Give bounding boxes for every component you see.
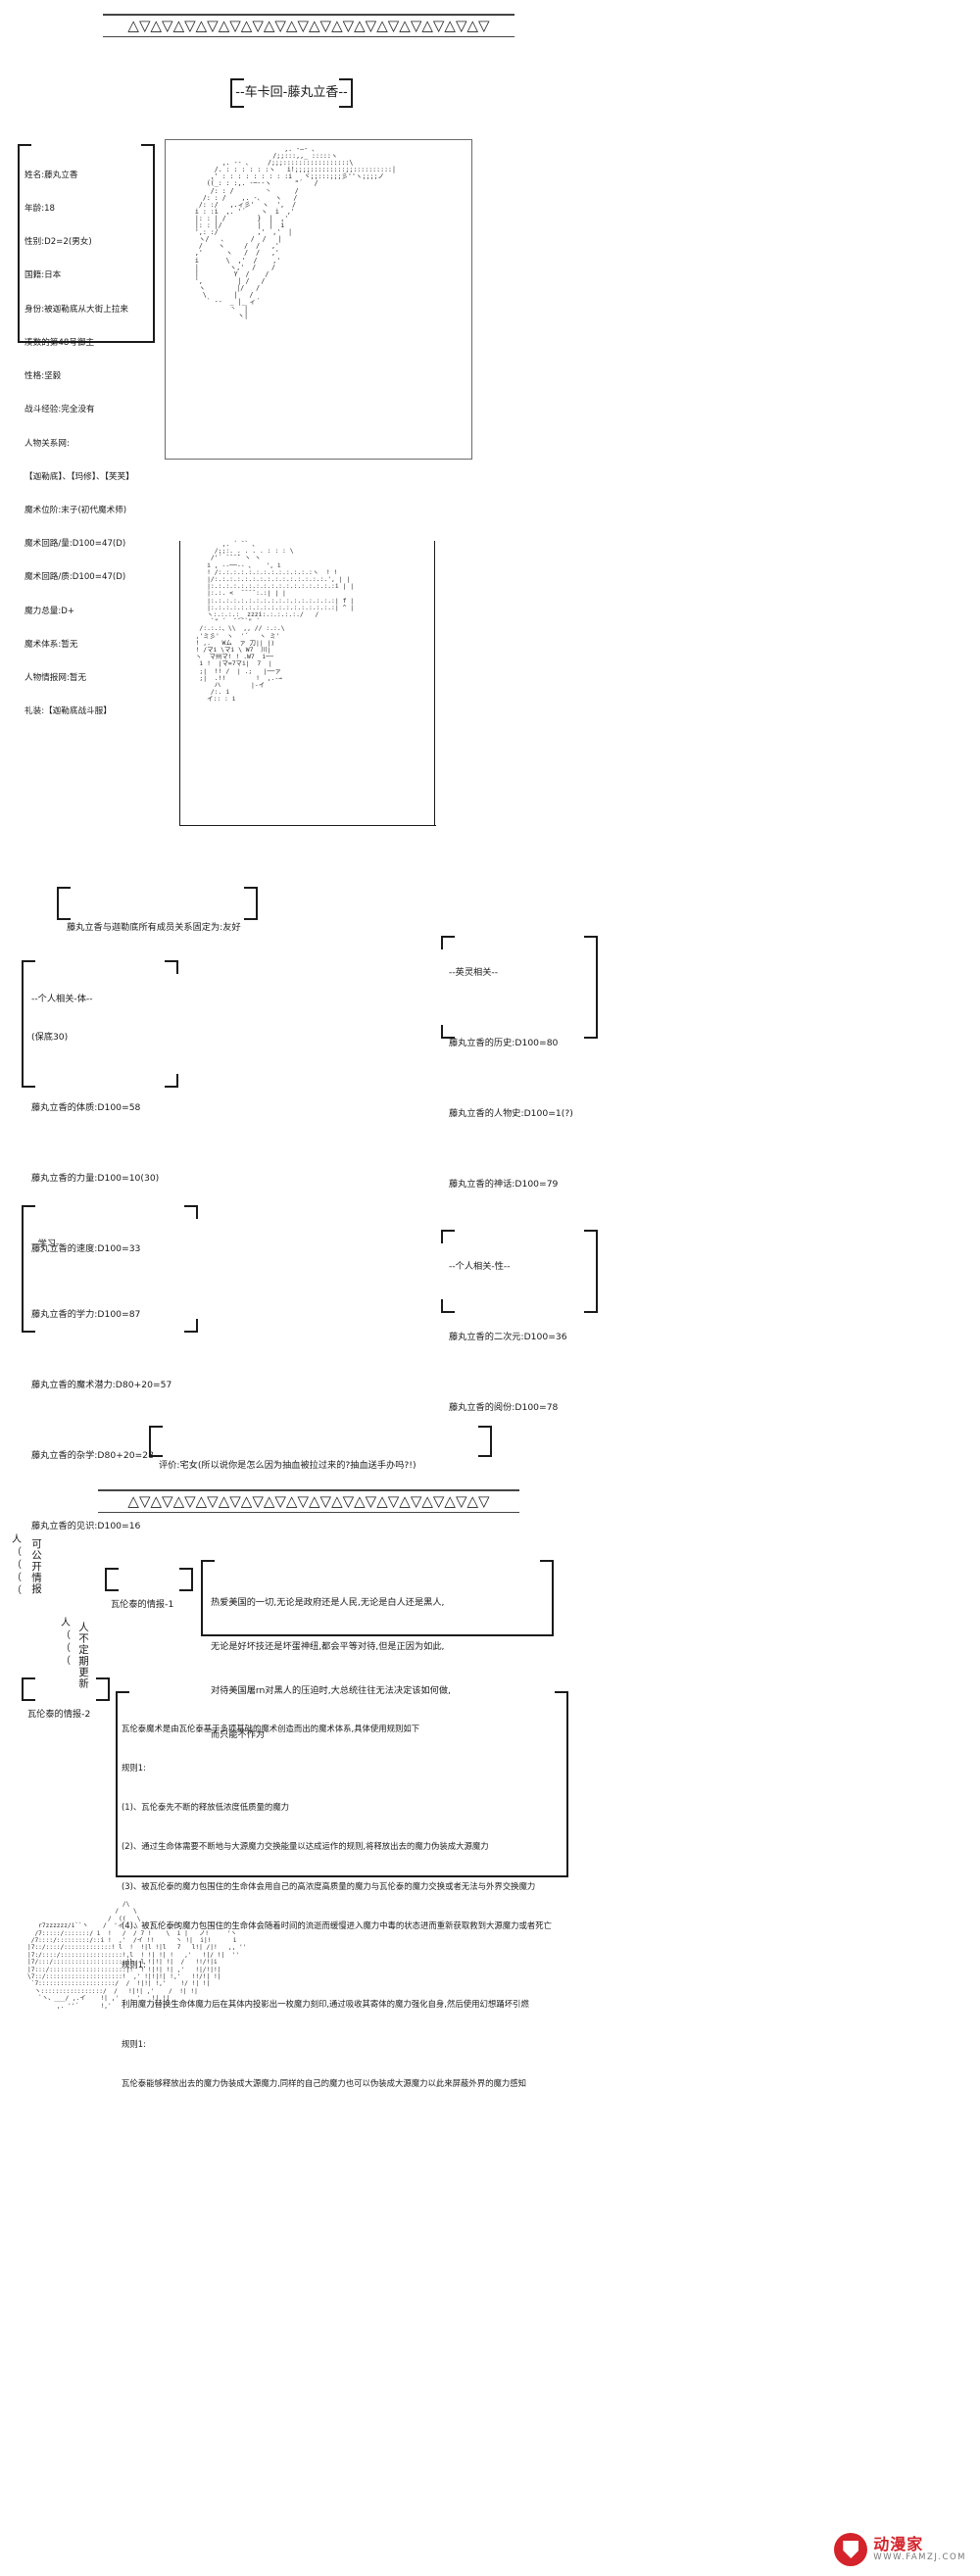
panel-sexual-header: --个人相关-性--	[449, 1261, 511, 1272]
art-divider-bottom	[179, 825, 436, 826]
profile-line: 年龄:18	[24, 204, 56, 215]
intel2-box: 瓦伦泰魔术是由瓦伦泰基于多项基础的魔术创造而出的魔术体系,具体使用规则如下 规则…	[116, 1691, 568, 2088]
stat-line: 藤丸立香的人物史:D100=1(?)	[449, 1108, 573, 1119]
intel1-tag: 瓦伦泰的情报-1	[105, 1568, 193, 1610]
watermark-logo-icon	[834, 2533, 868, 2566]
art-divider-left	[179, 541, 180, 825]
page-title: --车卡回-藤丸立香--	[230, 78, 353, 108]
intel2-rule-line: (3)、被瓦伦泰的魔力包围住的生命体会用自己的高浓度高质量的魔力与瓦伦泰的魔力交…	[122, 1880, 536, 1891]
vertical-label-irregular-update: 人不定期更新	[77, 1622, 89, 1689]
profile-line: 性别:D2=2(男女)	[24, 237, 92, 248]
panel-heroic-stats: --英灵相关-- 藤丸立香的历史:D100=80 藤丸立香的人物史:D100=1…	[441, 936, 598, 1190]
stat-line: 藤丸立香的二次元:D100=36	[449, 1332, 567, 1342]
top-divider: △▽△▽△▽△▽△▽△▽△▽△▽△▽△▽△▽△▽△▽△▽△▽△▽	[103, 14, 514, 37]
stat-line: 藤丸立香的神话:D100=79	[449, 1179, 559, 1190]
panel-body-subheader: (保底30)	[31, 1032, 69, 1043]
profile-line: 魔力总量:D+	[24, 606, 75, 616]
hero-portrait-art: ,. -―- 、 /;;:::,,_ :::::ヽ ,. -‐ 、 /;;;::…	[194, 145, 396, 320]
profile-line: 魔术体系:暂无	[24, 639, 78, 650]
intel2-rule-line: 瓦伦泰能够释放出去的魔力伪装成大源魔力,同样的自己的魔力也可以伪装成大源魔力以此…	[122, 2077, 527, 2088]
watermark-brand: 动漫家	[873, 2535, 924, 2554]
profile-box: 姓名:藤丸立香 年龄:18 性别:D2=2(男女) 国籍:日本 身份:被迦勒底从…	[18, 144, 155, 716]
bottom-pattern-art: /\ / \ / (( \ r7zzzzzz/i``ヽ / 'ィ \ ヽ ┐i …	[27, 1901, 247, 2010]
panel-body-header: --个人相关-体--	[31, 994, 93, 1004]
profile-line: 国籍:日本	[24, 270, 62, 281]
vertical-label-public-intel: 可公开情报	[30, 1538, 42, 1595]
intel1-line: 无论是好坏技还是坏蛋神纽,都会平等对待,但是正因为如此,	[211, 1641, 445, 1652]
profile-line: 凑数的第48号御主	[24, 337, 95, 348]
stat-line: 藤丸立香的阅份:D100=78	[449, 1402, 559, 1413]
vertical-bracket-glyph-1: 人 （ （ （ （	[12, 1534, 22, 1596]
sleeping-figure-art: ,. ´ ̄ ` 、 /;;:. . . . . : : : \ /'´ ̄ ̄…	[195, 540, 355, 704]
profile-line: 魔术位阶:末子(初代魔术师)	[24, 506, 127, 515]
page-title-text: --车卡回-藤丸立香--	[235, 85, 348, 100]
intel2-rule-header: 规则1:	[122, 2038, 146, 2049]
profile-line: 姓名:藤丸立香	[24, 170, 78, 180]
panel-body-stats: --个人相关-体-- (保底30) 藤丸立香的体质:D100=58 藤丸立香的力…	[22, 960, 178, 1254]
watermark: 动漫家 WWW.FAMZJ.COM	[834, 2533, 966, 2566]
stat-line: 藤丸立香的魔术潜力:D80+20=57	[31, 1380, 172, 1390]
intel1-tag-text: 瓦伦泰的情报-1	[111, 1599, 174, 1610]
intel2-tag-text: 瓦伦泰的情报-2	[27, 1709, 91, 1720]
vertical-bracket-glyph-2: 人 （ （ （	[61, 1618, 71, 1667]
stat-line: 藤丸立香的体质:D100=58	[31, 1102, 141, 1113]
profile-line: 性格:坚毅	[24, 371, 62, 382]
relation-note-text: 藤丸立香与迦勒底所有成员关系固定为:友好	[67, 922, 241, 933]
watermark-url: WWW.FAMZJ.COM	[873, 2552, 966, 2562]
panel-study-stats: --学习-- 藤丸立香的学力:D100=87 藤丸立香的魔术潜力:D80+20=…	[22, 1205, 198, 1531]
stat-line: 藤丸立香的历史:D100=80	[449, 1038, 559, 1048]
profile-line: 人物关系网:	[24, 438, 70, 449]
evaluation-box: 评价:宅女(所以说你是怎么因为抽血被拉过来的?抽血送手办吗?!)	[149, 1426, 492, 1471]
intel2-rule-header: 规则1:	[122, 1763, 146, 1774]
stat-line: 藤丸立香的力量:D100=10(30)	[31, 1173, 160, 1184]
profile-line: 魔术回路/质:D100=47(D)	[24, 572, 126, 583]
middle-divider: △▽△▽△▽△▽△▽△▽△▽△▽△▽△▽△▽△▽△▽△▽△▽△▽	[98, 1489, 519, 1513]
art-divider-right	[434, 541, 435, 825]
profile-line: 礼装:【迦勒底战斗服】	[24, 706, 112, 717]
intel1-box: 热爱美国的一切,无论是政府还是人民,无论是白人还是黑人, 无论是好坏技还是坏蛋神…	[201, 1560, 554, 1740]
profile-line: 魔术回路/量:D100=47(D)	[24, 539, 126, 550]
intel1-line: 对待美国屠rn对黑人的压迫时,大总统往往无法决定该如何做,	[211, 1685, 451, 1696]
intel2-rule-line: (4)、被瓦伦泰的魔力包围住的生命体会随着时间的流逝而缓慢进入魔力中毒的状态进而…	[122, 1920, 552, 1930]
profile-line: 人物情报网:暂无	[24, 673, 87, 684]
panel-study-header: --学习--	[31, 1239, 63, 1249]
evaluation-text: 评价:宅女(所以说你是怎么因为抽血被拉过来的?抽血送手办吗?!)	[159, 1460, 416, 1471]
intel2-rule-header: 规则1:	[122, 1960, 146, 1970]
intel2-intro: 瓦伦泰魔术是由瓦伦泰基于多项基础的魔术创造而出的魔术体系,具体使用规则如下	[122, 1723, 420, 1733]
profile-line: 身份:被迦勒底从大街上拉来	[24, 304, 129, 315]
hero-portrait-frame: ,. -―- 、 /;;:::,,_ :::::ヽ ,. -‐ 、 /;;;::…	[165, 139, 472, 460]
profile-line: 【迦勒底】、【玛修】、【芙芙】	[24, 471, 134, 482]
intel2-rule-line: (1)、瓦伦泰先不断的释放低浓度低质量的魔力	[122, 1802, 289, 1813]
stat-line: 藤丸立香的速度:D100=33	[31, 1243, 141, 1254]
stat-line: 藤丸立香的学力:D100=87	[31, 1309, 141, 1320]
intel2-rule-line: (2)、通过生命体需要不断地与大源魔力交换能量以达成运作的规则,将释放出去的魔力…	[122, 1841, 489, 1852]
relation-note: 藤丸立香与迦勒底所有成员关系固定为:友好	[57, 887, 258, 933]
stat-line: 藤丸立香的杂学:D80+20=28	[31, 1450, 154, 1461]
panel-heroic-header: --英灵相关--	[449, 967, 499, 978]
intel1-line: 而只能不作为	[211, 1729, 266, 1740]
stat-line: 藤丸立香的见识:D100=16	[31, 1521, 141, 1531]
intel1-line: 热爱美国的一切,无论是政府还是人民,无论是白人还是黑人,	[211, 1597, 445, 1608]
intel2-tag: 瓦伦泰的情报-2	[22, 1677, 110, 1720]
profile-line: 战斗经验:完全没有	[24, 405, 95, 415]
panel-sexual-stats: --个人相关-性-- 藤丸立香的二次元:D100=36 藤丸立香的阅份:D100…	[441, 1230, 598, 1413]
intel2-rule-line: 利用魔力替换生命体魔力后在其体内投影出一枚魔力刻印,通过吸收其寄体的魔力强化自身…	[122, 1999, 529, 2010]
